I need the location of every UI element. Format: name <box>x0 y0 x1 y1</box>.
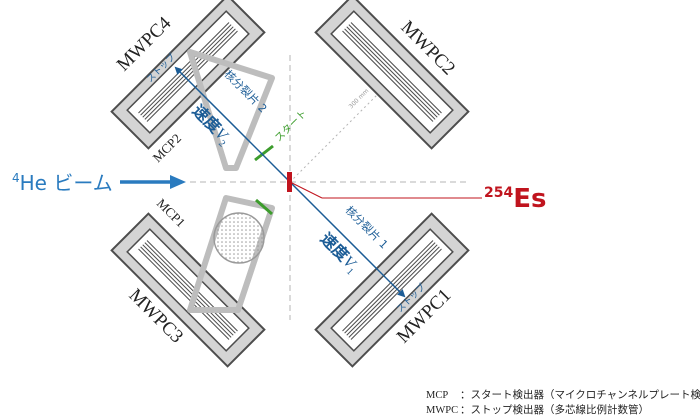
start-mark-upper <box>254 144 274 162</box>
speed-v2-label: 速度V2 <box>187 101 236 150</box>
mcp1-foil <box>213 212 265 264</box>
legend-mwpc-desc: ：ストップ検出器（多芯線比例計数管） <box>460 403 649 416</box>
fragment2-arrow <box>174 66 291 183</box>
target-symbol: Es <box>513 184 546 214</box>
legend-mcp-desc: ：スタート検出器（マイクロチャンネルプレート検出器） <box>460 388 700 401</box>
target-leader-line <box>289 181 323 199</box>
start-label: スタート <box>272 107 309 144</box>
target-foil <box>287 172 292 192</box>
beam-label: 4He ビーム <box>12 171 113 195</box>
legend-mwpc-key: MWPC <box>426 405 458 416</box>
speed-v2-subscript: 2 <box>216 138 227 149</box>
distance-label: 300 mm <box>348 88 371 111</box>
mcp2-holder <box>187 49 275 171</box>
legend-mcp: MCP ：スタート検出器（マイクロチャンネルプレート検出器） <box>426 388 700 401</box>
legend-mcp-key: MCP <box>426 390 448 401</box>
beam-mass-number: 4 <box>12 171 20 185</box>
distance-line <box>289 91 381 183</box>
beam-arrow-head <box>170 175 186 189</box>
target-label: 254Es <box>484 184 546 214</box>
beam-particle: He ビーム <box>20 171 113 195</box>
legend-mwpc: MWPC：ストップ検出器（多芯線比例計数管） <box>426 403 649 416</box>
start-mark-lower <box>255 198 273 216</box>
mwpc4-detector <box>110 0 266 150</box>
target-mass-number: 254 <box>484 185 513 201</box>
mcp1-holder <box>187 195 275 313</box>
fragment1-arrow <box>289 181 406 298</box>
speed-v1-label: 速度V1 <box>315 229 364 278</box>
speed-v1-subscript: 1 <box>344 266 355 277</box>
fragment1-label: 核分裂片 1 <box>343 203 391 251</box>
